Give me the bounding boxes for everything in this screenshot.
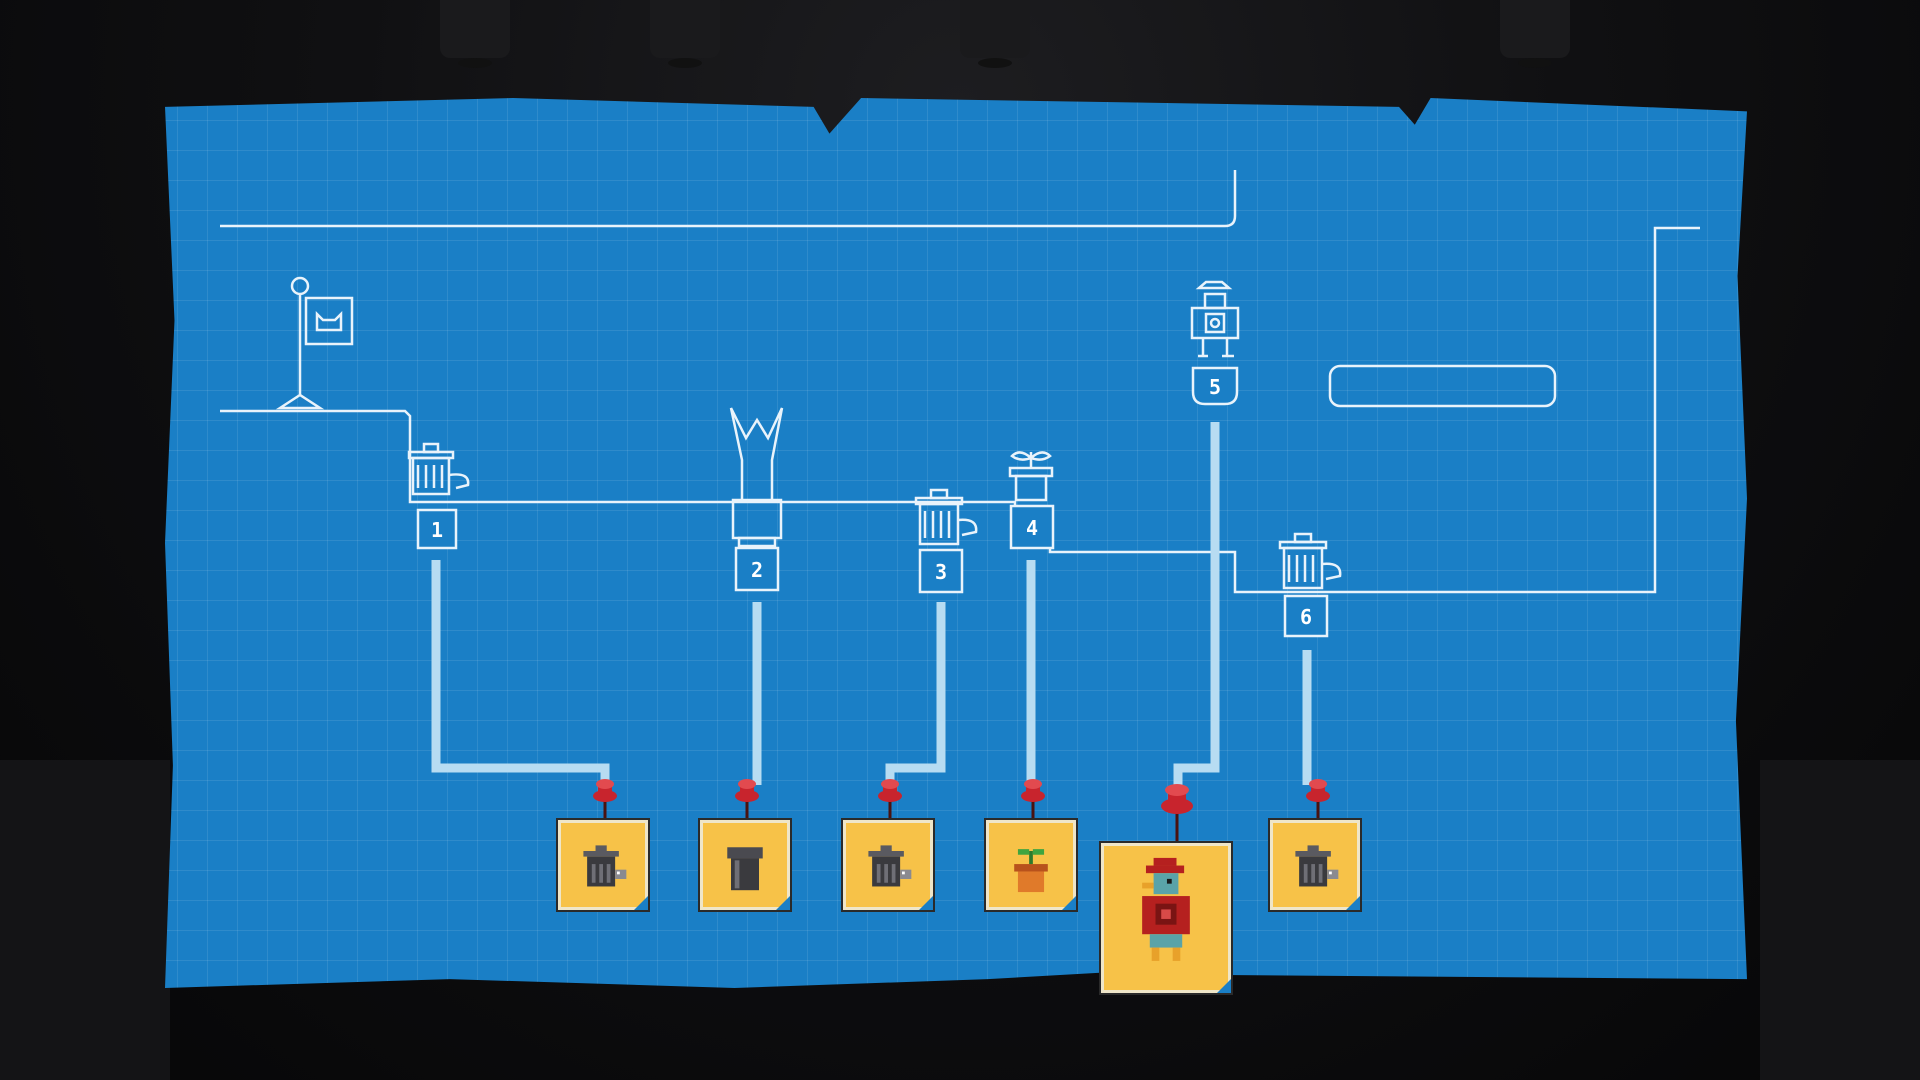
trash-can-raccoon-icon [1278,532,1342,590]
pushpin-icon [735,779,759,822]
level-node-3[interactable] [914,488,978,594]
trash-can-raccoon-icon [914,488,978,546]
pushpin-icon [1306,779,1330,822]
pushpin-icon [1161,784,1193,845]
duck-character-icon [1190,280,1240,358]
duck-character-icon [1142,857,1190,961]
pipe-icon [727,847,763,891]
level-card-2[interactable] [700,820,790,910]
level-node-1[interactable] [407,442,470,550]
level-card-1[interactable] [558,820,648,910]
level-card-6[interactable] [1270,820,1360,910]
level-label-5: 5 [1209,375,1221,399]
level-label-6: 6 [1300,605,1312,629]
level-label-2: 2 [751,558,763,582]
ceiling-lamp [960,0,1030,68]
workbench-left [0,760,170,1080]
card-connectors [431,422,1312,785]
ceiling-lamp [650,0,720,68]
trash-can-raccoon-icon [407,442,470,496]
level-node-4[interactable] [1008,451,1055,550]
trash-can-raccoon-icon [868,845,912,887]
level-label-1: 1 [431,518,443,542]
ceiling-lamp [1500,0,1570,68]
level-node-6[interactable] [1278,532,1342,638]
level-node-2[interactable] [729,407,784,592]
pushpin-icon [1021,779,1045,822]
pipe-claw-icon [729,407,784,548]
flower-pot-icon [1008,451,1054,502]
trash-can-raccoon-icon [1295,845,1339,887]
workbench-right [1760,760,1920,1080]
level-card-4[interactable] [986,820,1076,910]
level-card-3[interactable] [843,820,933,910]
trash-can-raccoon-icon [583,845,627,887]
cat-flag-icon [275,276,354,410]
flower-pot-icon [1014,849,1048,893]
level-node-5[interactable] [1190,280,1240,406]
pushpin-icon [593,779,617,822]
pushpin-icon [878,779,902,822]
level-label-4: 4 [1026,516,1038,540]
level-card-5-selected[interactable] [1101,843,1231,993]
level-label-3: 3 [935,560,947,584]
ceiling-lamp [440,0,510,68]
